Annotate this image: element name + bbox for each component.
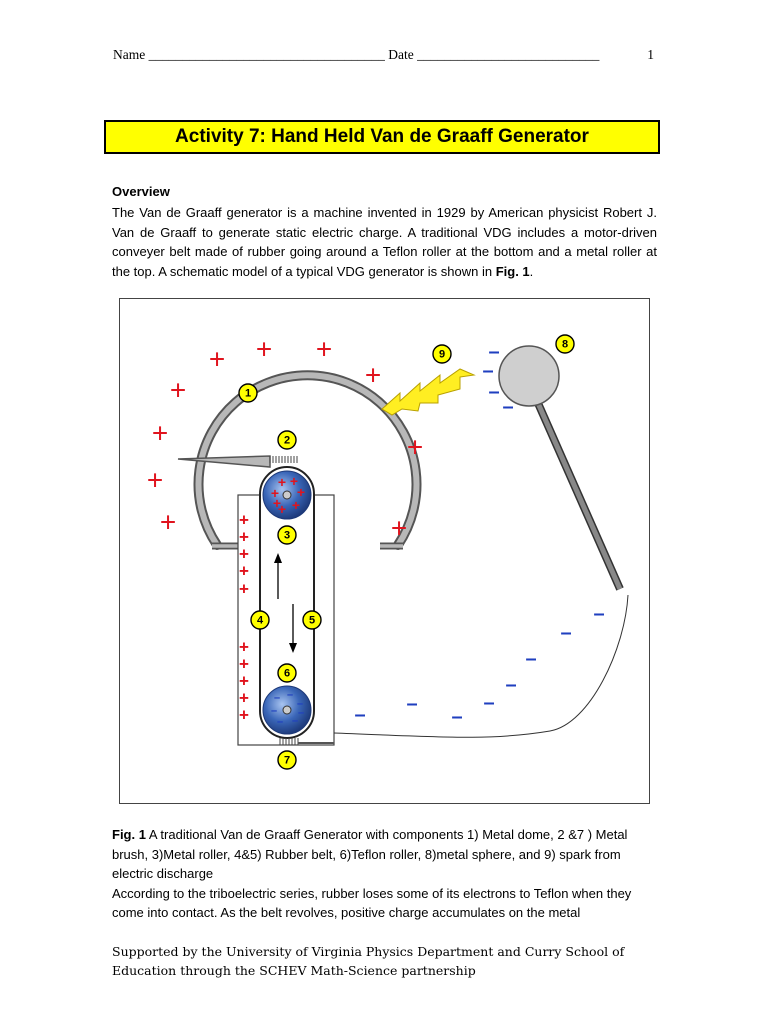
wire-minus-charge: – — [525, 648, 536, 670]
page-number: 1 — [647, 47, 654, 62]
component-label-text-5: 5 — [309, 615, 315, 627]
figure-caption: Fig. 1 A traditional Van de Graaff Gener… — [112, 825, 657, 923]
roller-plus-charge: + — [292, 497, 300, 513]
component-label-8 — [555, 334, 575, 354]
dome-plus-charge: + — [160, 507, 176, 538]
roller-plus-charge: + — [271, 485, 279, 501]
overview-text-end: . — [529, 263, 534, 279]
belt-down-arrow — [289, 643, 297, 653]
lower-brush-bristles — [279, 738, 299, 745]
component-label-5 — [302, 610, 322, 630]
belt-plus-charge: + — [239, 655, 249, 674]
roller-minus-charge: – — [271, 705, 277, 717]
belt-plus-charge: + — [239, 580, 249, 599]
component-label-1 — [238, 383, 258, 403]
component-label-2 — [277, 430, 297, 450]
name-blank[interactable]: ___________________________________ — [148, 47, 385, 62]
component-label-text-3: 3 — [284, 530, 290, 542]
dome-plus-charge: + — [170, 375, 186, 406]
belt-plus-charge: + — [239, 511, 249, 530]
caption-fig-label: Fig. 1 — [112, 827, 146, 842]
overview-heading: Overview — [112, 184, 170, 199]
dome-plus-charge: + — [152, 418, 168, 449]
wire-minus-charge: – — [560, 622, 571, 644]
date-label: Date — [388, 47, 414, 62]
rubber-belt — [259, 466, 315, 739]
belt-up-arrow — [274, 553, 282, 563]
dome-plus-charge: + — [391, 513, 407, 544]
roller-minus-charge: – — [274, 692, 280, 704]
footer-support: Supported by the University of Virginia … — [112, 944, 625, 978]
belt-plus-charge: + — [239, 528, 249, 547]
wire-minus-charge: – — [406, 693, 417, 715]
belt-plus-charge: + — [239, 672, 249, 691]
component-label-text-8: 8 — [562, 339, 568, 351]
overview-text: The Van de Graaff generator is a machine… — [112, 205, 657, 279]
dome-plus-charge: + — [365, 360, 381, 391]
sphere-minus-charge: – — [488, 381, 499, 403]
belt-plus-charge: + — [239, 545, 249, 564]
wire-minus-charge: – — [505, 674, 516, 696]
roller-minus-charge: – — [277, 716, 283, 728]
sphere-minus-charge: – — [502, 396, 513, 418]
roller-plus-charge: + — [278, 474, 286, 490]
dome-plus-charge: + — [209, 344, 225, 375]
component-label-text-1: 1 — [245, 388, 251, 400]
dome-plus-charge: + — [147, 465, 163, 496]
component-label-3 — [277, 525, 297, 545]
activity-title-text: Activity 7: Hand Held Van de Graaff Gene… — [175, 126, 589, 147]
caption-continuation: According to the triboelectric series, r… — [112, 885, 632, 921]
spark-icon — [381, 368, 476, 416]
header-line: Name ___________________________________… — [113, 47, 658, 63]
caption-text: A traditional Van de Graaff Generator wi… — [112, 827, 628, 881]
fig-reference: Fig. 1 — [495, 263, 530, 279]
ground-wire — [333, 594, 629, 738]
name-label: Name — [113, 47, 146, 62]
vdg-figure: +++++++++++++++++++++++++++–––––––––––––… — [119, 298, 650, 804]
overview-paragraph: The Van de Graaff generator is a machine… — [112, 203, 657, 281]
dome-plus-charge: + — [256, 334, 272, 365]
roller-plus-charge: + — [297, 484, 305, 500]
wire-minus-charge: – — [593, 603, 604, 625]
roller-minus-charge: – — [298, 707, 304, 719]
date-blank[interactable]: ___________________________ — [417, 47, 600, 62]
component-label-text-6: 6 — [284, 668, 290, 680]
dome-plus-charge: + — [407, 432, 423, 463]
activity-title: Activity 7: Hand Held Van de Graaff Gene… — [104, 120, 660, 154]
component-label-7 — [277, 750, 297, 770]
sphere-minus-charge: – — [482, 360, 493, 382]
vdg-diagram: +++++++++++++++++++++++++++–––––––––––––… — [147, 334, 629, 770]
wire-minus-charge: – — [483, 692, 494, 714]
belt-plus-charge: + — [239, 706, 249, 725]
upper-brush-bristles — [269, 456, 298, 463]
component-label-text-2: 2 — [284, 435, 290, 447]
wire-minus-charge: – — [451, 706, 462, 728]
component-label-text-9: 9 — [439, 349, 445, 361]
roller-minus-charge: – — [292, 715, 298, 727]
dome-plus-charge: + — [316, 334, 332, 365]
roller-plus-charge: + — [273, 495, 281, 511]
metal-dome-inner — [195, 372, 420, 548]
component-label-6 — [277, 663, 297, 683]
wire-minus-charge: – — [354, 704, 365, 726]
roller-minus-charge: – — [287, 689, 293, 701]
component-label-9 — [432, 344, 452, 364]
roller-minus-charge: – — [297, 698, 303, 710]
belt-plus-charge: + — [239, 562, 249, 581]
belt-plus-charge: + — [239, 689, 249, 708]
component-label-text-4: 4 — [257, 615, 264, 627]
belt-plus-charge: + — [239, 638, 249, 657]
metal-sphere — [498, 345, 560, 407]
component-label-text-7: 7 — [284, 755, 290, 767]
upper-brush-wedge — [177, 455, 271, 468]
roller-plus-charge: + — [290, 473, 298, 489]
sphere-minus-charge: – — [488, 341, 499, 363]
roller-plus-charge: + — [278, 501, 286, 517]
component-label-4 — [250, 610, 270, 630]
